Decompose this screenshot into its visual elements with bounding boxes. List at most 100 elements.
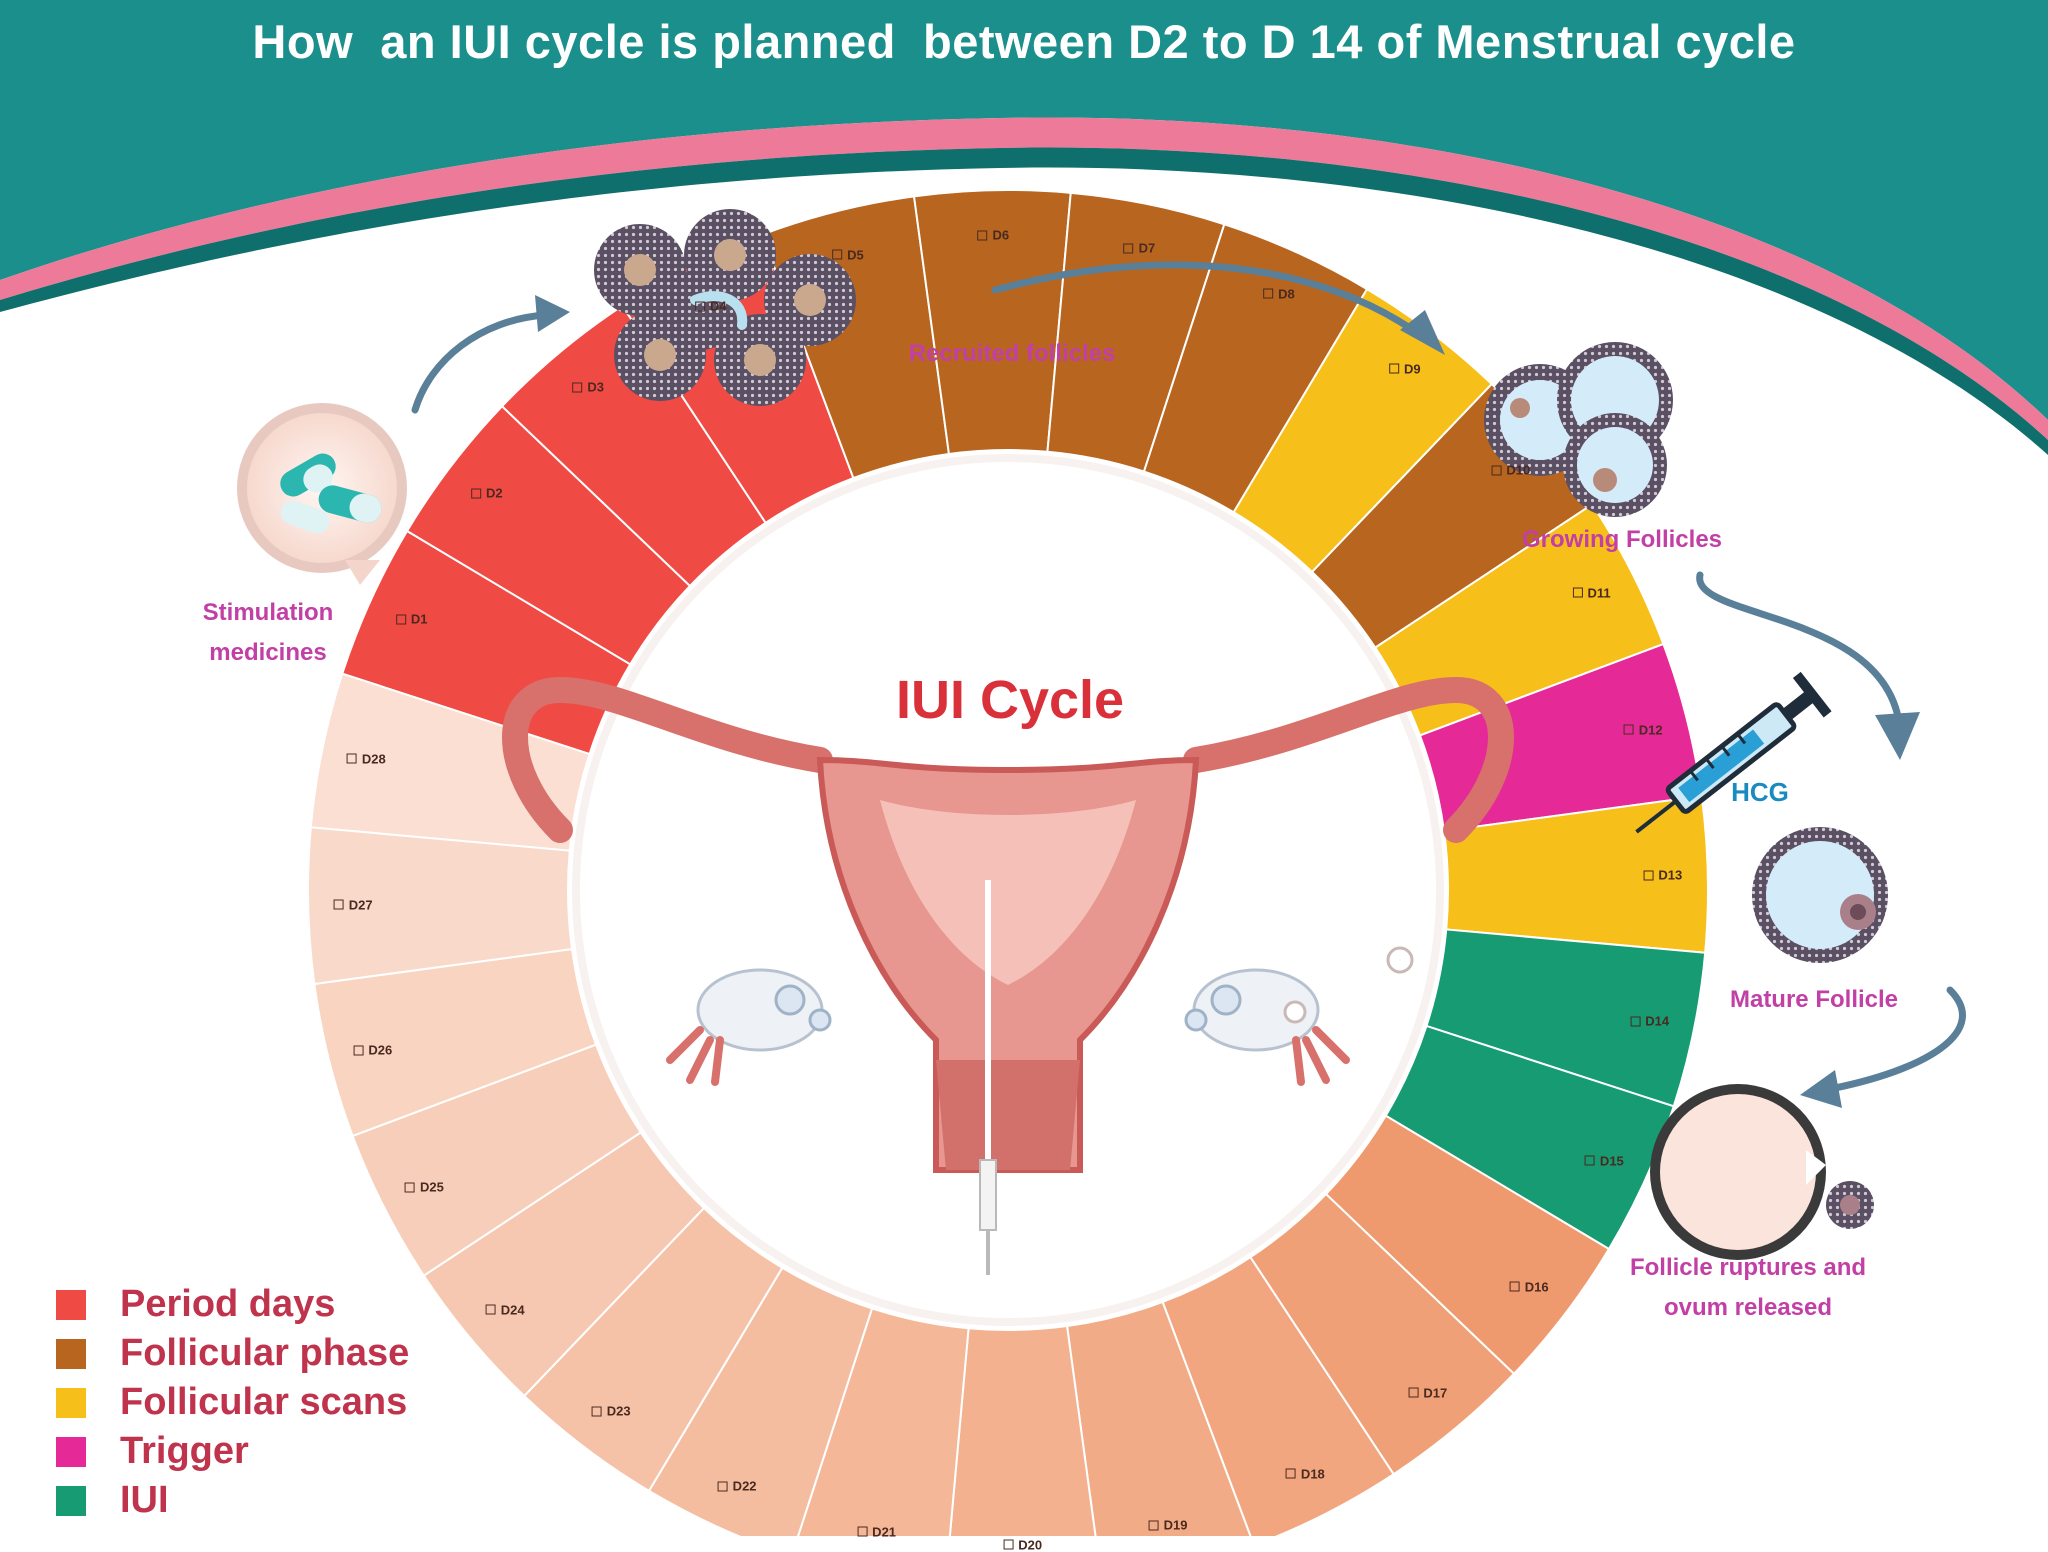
legend-item: Follicular scans [56, 1378, 409, 1427]
day-label-text: D9 [1403, 361, 1421, 377]
legend-swatch [56, 1289, 86, 1320]
day-segment-d20 [948, 1324, 1097, 1536]
page-title: How an IUI cycle is planned between D2 t… [252, 15, 1796, 68]
legend-item: Trigger [56, 1427, 409, 1476]
day-label-text: D8 [1278, 286, 1295, 302]
day-marker-icon [1623, 724, 1634, 735]
day-label-text: D18 [1300, 1466, 1325, 1482]
day-marker-icon [346, 753, 357, 764]
day-marker-icon [1630, 1016, 1641, 1027]
mature-follicle-icon [1752, 827, 1888, 963]
day-marker-icon [395, 614, 406, 625]
legend-label: Trigger [120, 1430, 249, 1472]
day-marker-icon [694, 301, 705, 312]
day-label-d14: D14 [1630, 1014, 1669, 1029]
day-marker-icon [353, 1045, 364, 1056]
day-label-text: D15 [1599, 1153, 1624, 1169]
day-label-text: D25 [419, 1179, 444, 1195]
day-label-d7: D7 [1123, 240, 1156, 256]
legend-label: Period days [120, 1283, 336, 1325]
day-label-d12: D12 [1623, 722, 1663, 738]
day-label-d21: D21 [857, 1524, 896, 1539]
day-label-d8: D8 [1263, 286, 1295, 301]
legend-label: Follicular scans [120, 1381, 408, 1423]
day-label-text: D20 [1018, 1537, 1043, 1552]
day-marker-icon [832, 249, 843, 260]
day-label-text: D16 [1524, 1279, 1549, 1295]
day-segment-d18 [1161, 1255, 1396, 1536]
day-label-d16: D16 [1509, 1279, 1549, 1295]
growing-follicles-icon [1484, 342, 1673, 517]
day-label-text: D4 [709, 298, 727, 314]
day-label-d6: D6 [977, 228, 1009, 243]
day-label-d20: D20 [1003, 1537, 1042, 1552]
day-label-d17: D17 [1408, 1385, 1447, 1400]
day-marker-icon [977, 230, 988, 241]
day-label-d1: D1 [395, 611, 428, 627]
day-label-d3: D3 [572, 380, 604, 395]
day-marker-icon [1123, 243, 1134, 254]
day-label-d26: D26 [353, 1043, 392, 1058]
day-label-d24: D24 [485, 1302, 525, 1318]
day-marker-icon [1263, 288, 1274, 299]
day-label-d27: D27 [333, 897, 373, 913]
mature-label: Mature Follicle [1729, 986, 1899, 1013]
pills-icon [237, 403, 407, 585]
day-label-text: D19 [1163, 1517, 1188, 1533]
day-marker-icon [1388, 363, 1399, 374]
day-segment-d21 [797, 1307, 970, 1536]
day-label-d4: D4 [694, 298, 727, 314]
day-marker-icon [717, 1481, 728, 1492]
legend-swatch [56, 1387, 86, 1418]
day-marker-icon [1509, 1281, 1520, 1292]
stimulation-label: Stimulation medicines [202, 599, 334, 666]
day-marker-icon [1491, 465, 1502, 476]
day-marker-icon [333, 899, 344, 910]
day-label-text: D28 [361, 751, 386, 767]
cycle-title: IUI Cycle [895, 670, 1125, 730]
day-label-d23: D23 [591, 1404, 631, 1419]
day-marker-icon [1003, 1539, 1014, 1550]
recruited-label: Recruited follicles [908, 340, 1116, 367]
recruited-follicles-icon [594, 209, 856, 406]
day-label-text: D13 [1658, 867, 1683, 883]
day-label-text: D21 [872, 1524, 897, 1540]
day-label-text: D27 [348, 897, 373, 913]
day-marker-icon [857, 1526, 868, 1537]
day-label-text: D24 [500, 1302, 525, 1318]
day-label-text: D7 [1138, 240, 1156, 256]
day-label-d18: D18 [1285, 1466, 1325, 1482]
day-marker-icon [572, 382, 583, 393]
growing-label: Growing Follicles [1521, 526, 1723, 553]
day-label-d28: D28 [346, 751, 386, 767]
day-label-text: D17 [1423, 1385, 1448, 1401]
day-label-text: D1 [410, 611, 428, 627]
day-label-d22: D22 [717, 1479, 757, 1494]
day-label-d15: D15 [1584, 1153, 1624, 1169]
day-marker-icon [1584, 1155, 1595, 1166]
day-marker-icon [1408, 1387, 1419, 1398]
rupture-label: Follicle ruptures and ovum released [1629, 1254, 1867, 1321]
syringe-icon [1635, 671, 1832, 834]
day-label-d5: D5 [832, 247, 864, 262]
day-marker-icon [1643, 870, 1654, 881]
legend-label: Follicular phase [120, 1332, 410, 1374]
legend-item: IUI [56, 1476, 409, 1525]
hcg-label: HCG [1731, 777, 1789, 807]
day-label-text: D14 [1645, 1013, 1670, 1029]
process-arrows [411, 261, 1966, 1094]
legend-label: IUI [120, 1479, 169, 1521]
process-arrowheads [535, 295, 1920, 1108]
catheter-icon [979, 880, 997, 1275]
day-label-d19: D19 [1148, 1517, 1188, 1533]
day-marker-icon [591, 1406, 602, 1417]
day-label-text: D12 [1638, 722, 1663, 738]
day-label-text: D6 [992, 227, 1010, 243]
ruptured-follicle-icon [1650, 1084, 1874, 1260]
day-marker-icon [1148, 1520, 1159, 1531]
day-label-d13: D13 [1643, 868, 1682, 883]
day-label-text: D2 [486, 485, 503, 501]
day-label-d2: D2 [471, 486, 503, 501]
